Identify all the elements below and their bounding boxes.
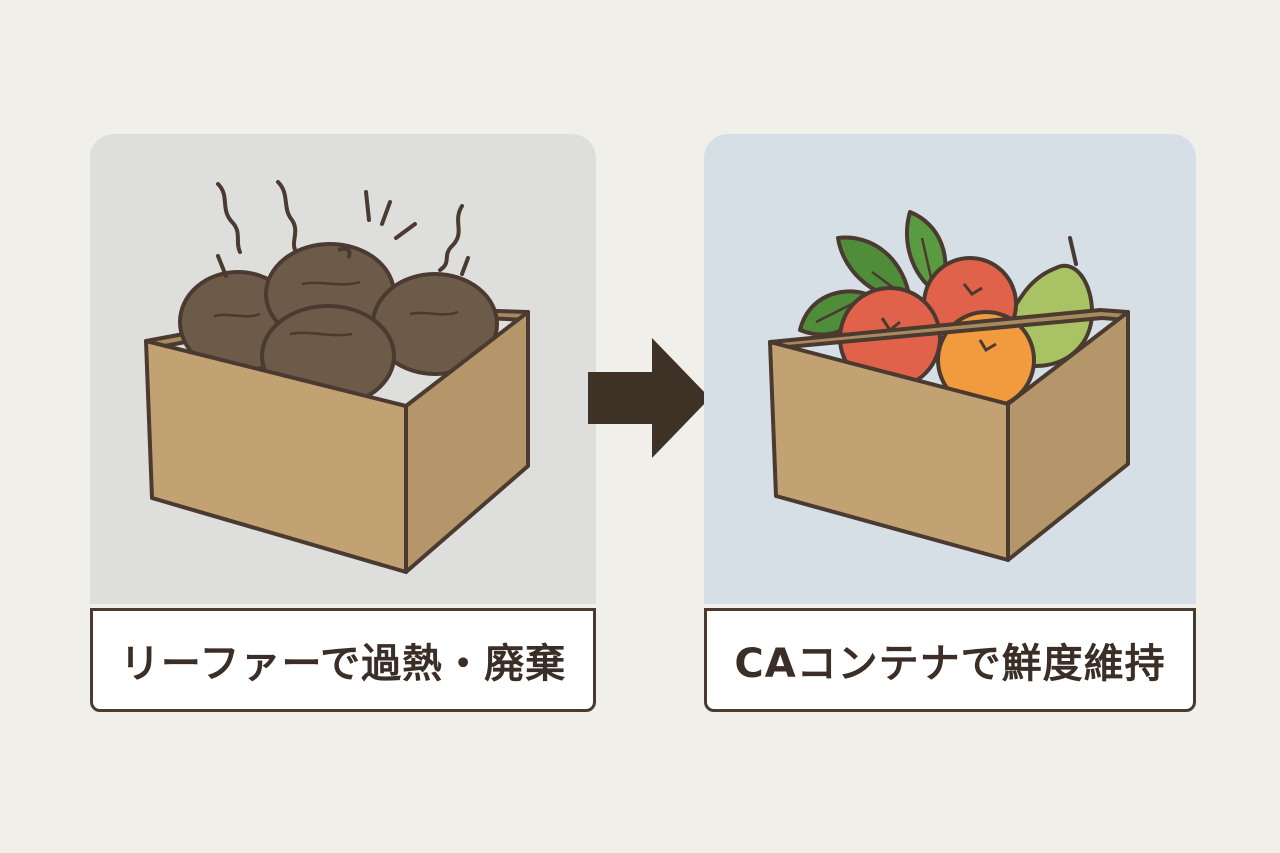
spoiled-box-illustration [144,180,530,574]
left-panel [90,134,596,604]
left-caption: リーファーで過熱・廃棄 [119,641,567,687]
right-arrow-icon [588,338,710,458]
right-caption-box: CAコンテナで鮮度維持 [704,608,1196,712]
fresh-box-illustration [768,210,1130,562]
right-panel [704,134,1196,604]
left-caption-box: リーファーで過熱・廃棄 [90,608,596,712]
stink-lines-icon [216,180,464,272]
right-caption: CAコンテナで鮮度維持 [734,641,1166,687]
